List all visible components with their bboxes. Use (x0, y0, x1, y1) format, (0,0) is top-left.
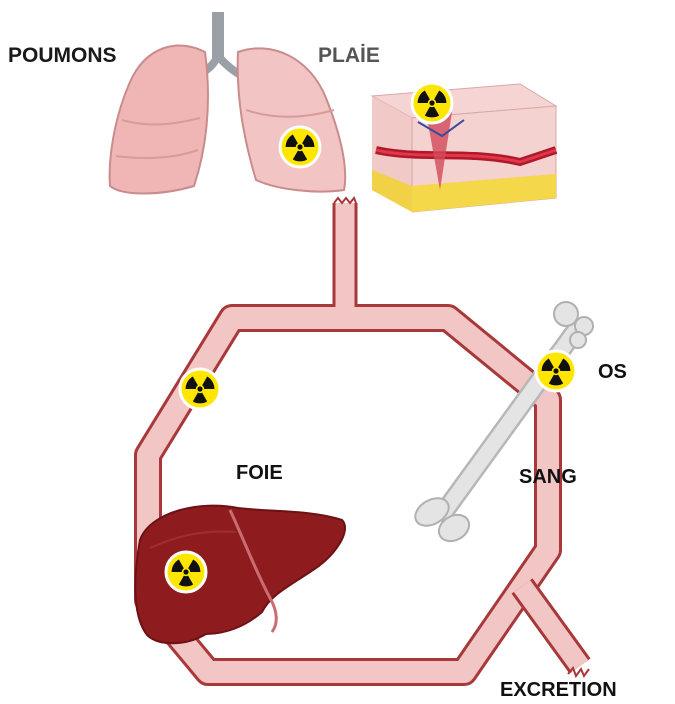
radiation-trefoil-icon-lung (280, 127, 320, 167)
bone-label: OS (598, 361, 627, 384)
lungs-illustration (110, 12, 346, 194)
femur-bone-illustration (410, 302, 593, 546)
lungs-label: POUMONS (8, 44, 117, 68)
radiation-trefoil-icon-blood (180, 369, 220, 409)
liver-label: FOIE (236, 462, 283, 485)
excretion-label: EXCRETION (500, 679, 617, 702)
blood-label: SANG (519, 466, 577, 489)
radiation-trefoil-icon-wound (412, 83, 452, 123)
skin-wound-illustration (372, 84, 556, 212)
wound-label: PLAİE (318, 44, 380, 68)
radiation-trefoil-icon-bone (536, 351, 576, 391)
radiation-trefoil-icon-liver (166, 552, 206, 592)
